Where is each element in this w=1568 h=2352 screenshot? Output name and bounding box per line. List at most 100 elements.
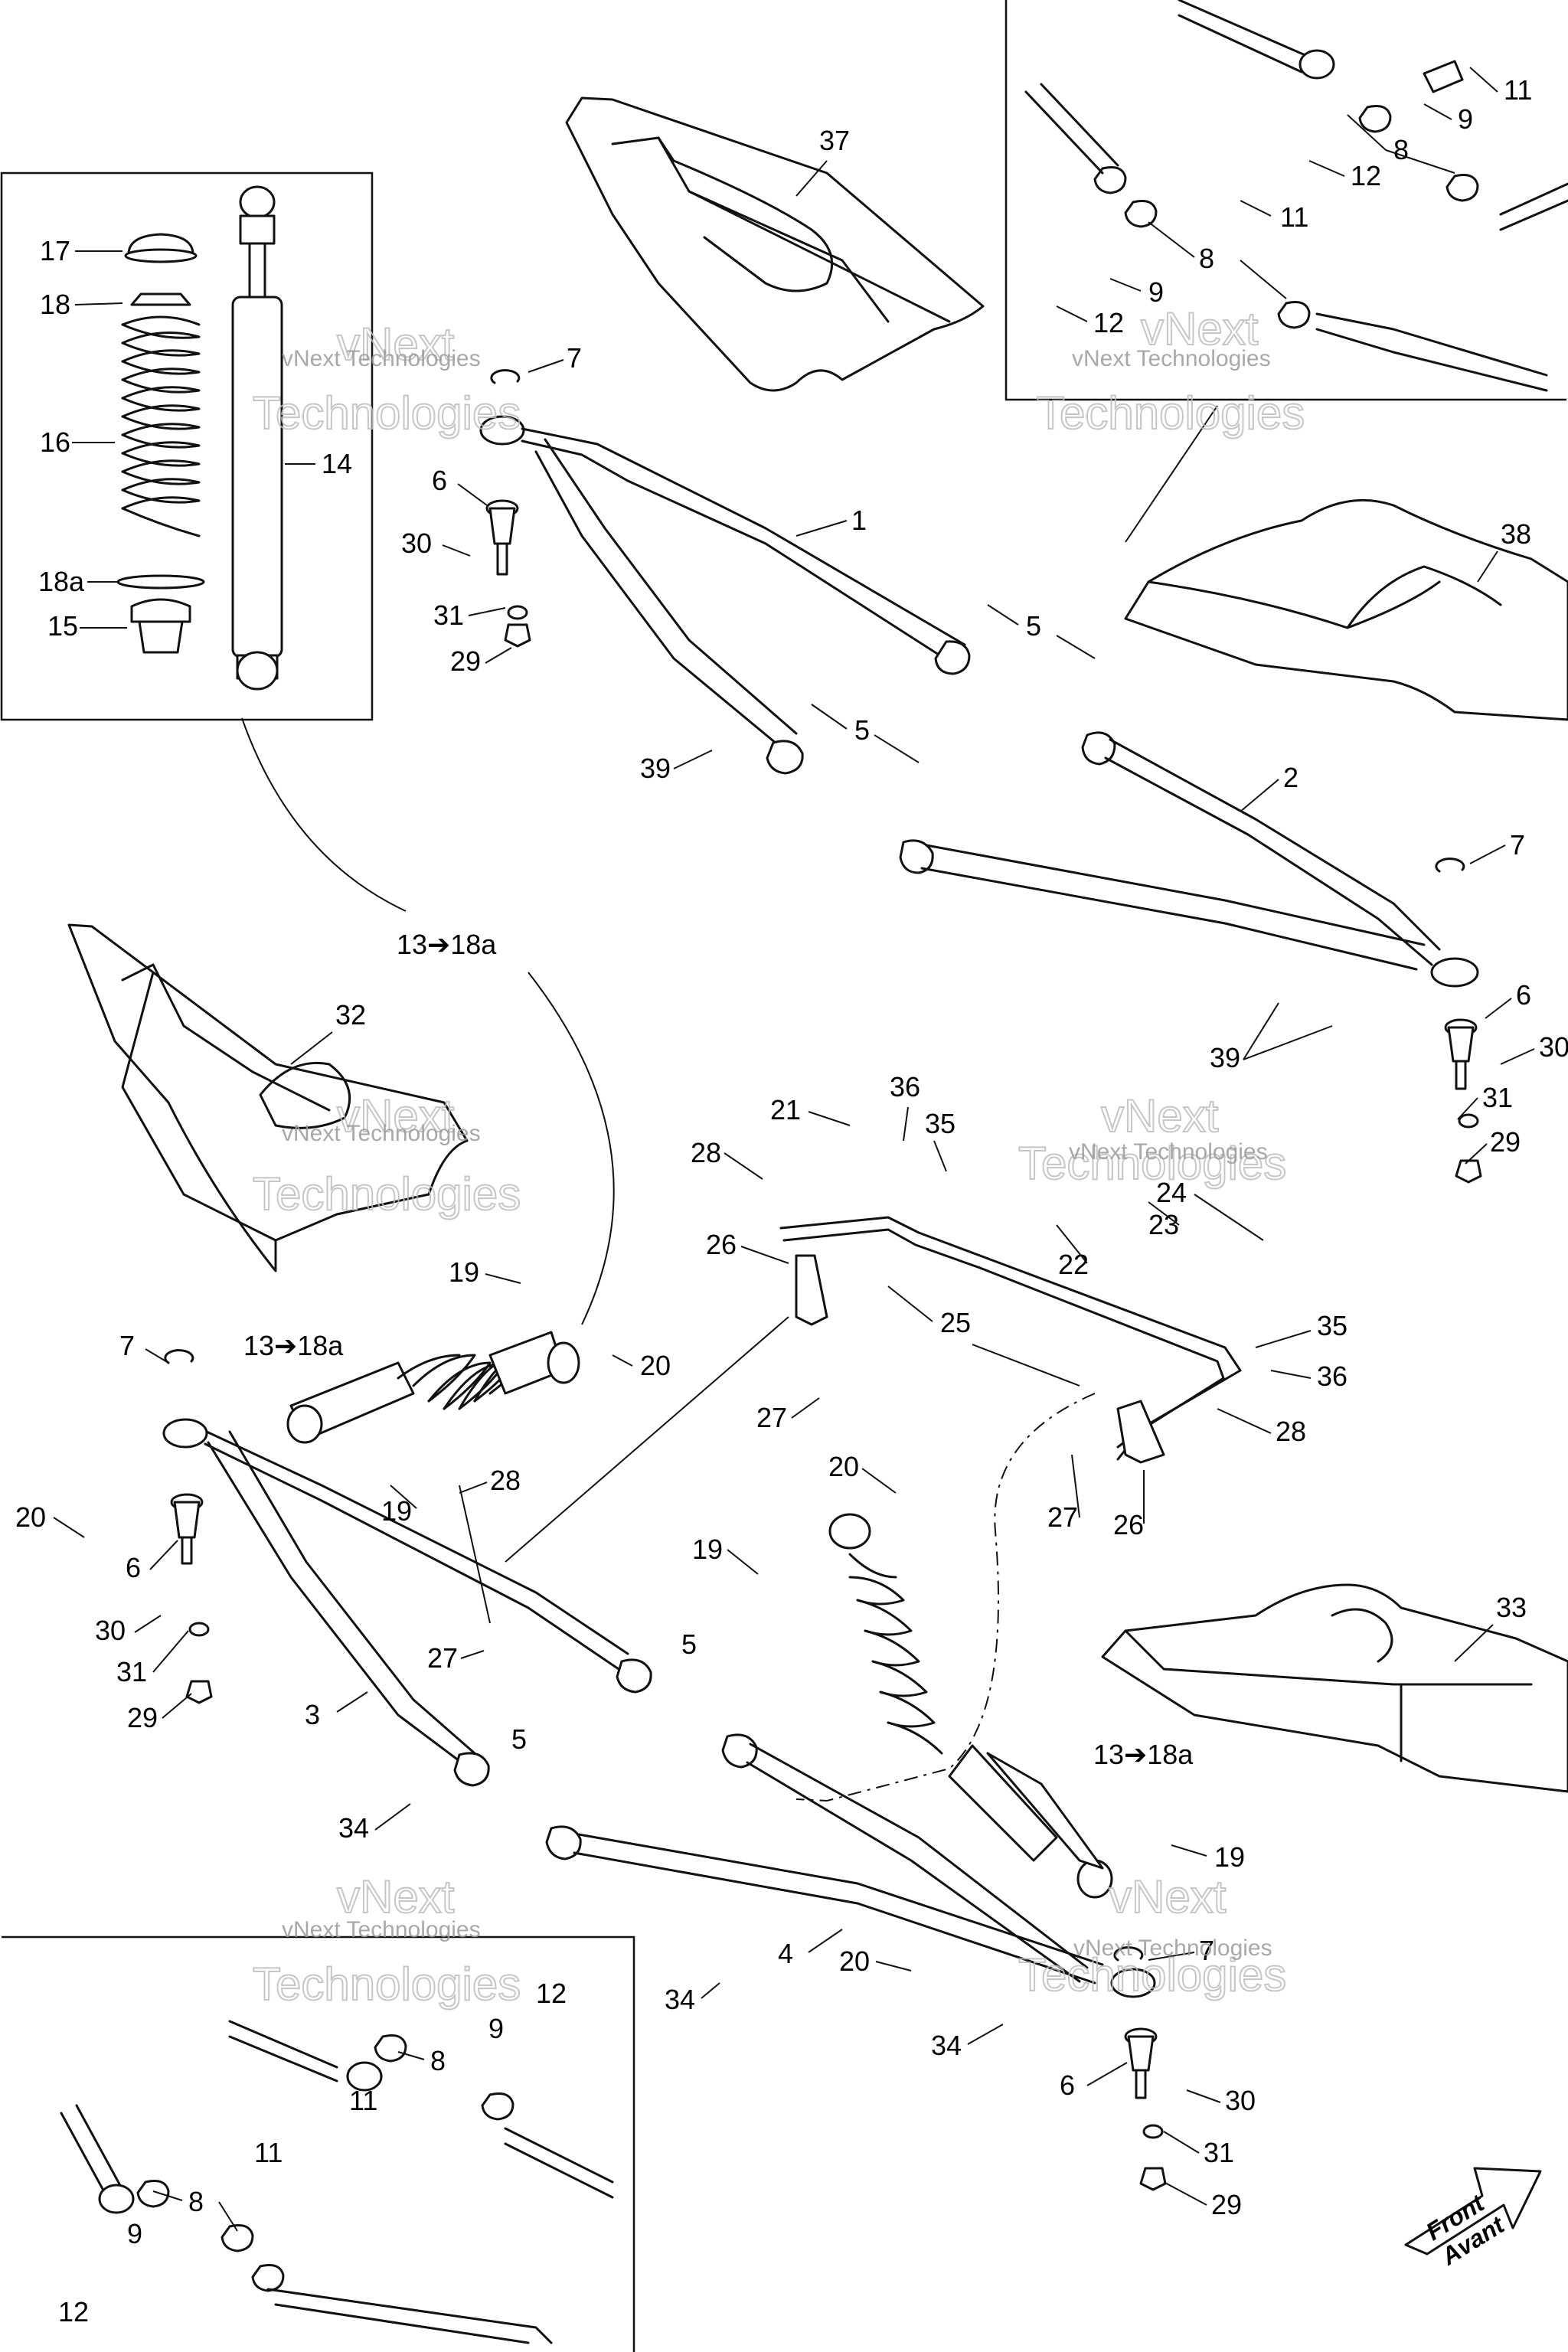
watermark-technologies: Technologies [1018, 1138, 1286, 1189]
callout-27: 27 [1047, 1501, 1078, 1533]
callout-28: 28 [490, 1465, 521, 1496]
callout-30: 30 [1539, 1031, 1568, 1063]
callout-5: 5 [511, 1723, 527, 1755]
callout-11: 11 [1504, 74, 1532, 106]
guard-part-32 [67, 923, 469, 1272]
callout-7: 7 [119, 1330, 135, 1361]
watermark-technologies: Technologies [253, 387, 521, 439]
watermark-text-small: vNext Technologies [1073, 1936, 1272, 1961]
callout-7: 7 [1199, 1935, 1214, 1966]
callout-31: 31 [1204, 2137, 1234, 2168]
callout-14: 14 [322, 448, 352, 479]
callout-31: 31 [433, 599, 464, 631]
callout-21: 21 [770, 1094, 801, 1125]
callout-11: 11 [254, 2137, 283, 2168]
callout-4: 4 [778, 1938, 793, 1969]
callout-36: 36 [890, 1071, 920, 1102]
callout-9: 9 [127, 2218, 142, 2249]
callout-9: 9 [488, 2013, 504, 2044]
shock-absorber-inset [116, 185, 283, 691]
callout-8: 8 [1393, 134, 1409, 165]
callout-13-18a: 13➔18a [397, 929, 497, 960]
callout-8: 8 [188, 2186, 204, 2217]
callout-7: 7 [567, 342, 582, 374]
callout-20: 20 [839, 1945, 870, 1977]
callout-19: 19 [1214, 1841, 1245, 1873]
guard-part-37 [565, 96, 985, 392]
callout-18a: 18a [38, 566, 85, 597]
callout-labels: 1 2 3 4 5 5 5 5 6 6 6 6 7 7 7 7 8 8 8 8 … [15, 74, 1568, 2328]
watermark-technologies: Technologies [1037, 387, 1305, 439]
callout-33: 33 [1496, 1592, 1527, 1623]
callout-30: 30 [95, 1615, 126, 1646]
callout-12: 12 [536, 1978, 567, 2009]
callout-leaders [53, 67, 1535, 2232]
callout-34: 34 [665, 1984, 695, 2015]
callout-25: 25 [940, 1307, 971, 1338]
callout-6: 6 [1516, 979, 1531, 1011]
watermark-vnext: vNext [337, 318, 455, 370]
callout-8: 8 [430, 2045, 446, 2076]
watermark-text-small: vNext Technologies [282, 346, 481, 371]
front-direction-arrow [1404, 2167, 1542, 2256]
callout-29: 29 [1211, 2189, 1242, 2220]
callout-12: 12 [58, 2296, 89, 2328]
callout-28: 28 [1276, 1416, 1306, 1447]
sway-bar-21 [779, 1216, 1242, 1464]
shock-assembly-right [828, 1513, 1113, 1899]
callout-6: 6 [1060, 2069, 1075, 2101]
callout-29: 29 [1490, 1126, 1521, 1158]
callout-32: 32 [335, 999, 366, 1031]
callout-29: 29 [450, 645, 481, 677]
circlip-7-group [164, 369, 1465, 1962]
a-arm-2 [899, 731, 1479, 988]
callout-29: 29 [127, 1702, 158, 1733]
ball-joint-right-lower [1124, 2027, 1167, 2191]
callout-24: 24 [1156, 1177, 1187, 1208]
ball-joint-top-left [485, 499, 531, 648]
callout-35: 35 [1317, 1310, 1348, 1341]
callout-26: 26 [706, 1229, 737, 1260]
watermark-vnext: vNext [337, 1090, 455, 1142]
guard-part-38 [1124, 498, 1568, 721]
callout-30: 30 [401, 528, 432, 559]
inset-box-shock-detail [0, 172, 374, 721]
callout-5: 5 [681, 1628, 697, 1660]
callout-12: 12 [1351, 160, 1381, 191]
callout-37: 37 [819, 125, 850, 156]
callout-3: 3 [305, 1699, 320, 1730]
bushing-assembly-top-right [1024, 0, 1568, 392]
watermark-text-small: vNext Technologies [1069, 1139, 1268, 1165]
callout-30: 30 [1225, 2085, 1256, 2116]
callout-6: 6 [126, 1552, 141, 1583]
bushing-assembly-bottom-left [60, 2020, 614, 2344]
watermark-group: vNext Technologies vNext Technologies vN… [252, 302, 1305, 2011]
callout-39: 39 [640, 753, 671, 784]
a-arm-1 [479, 415, 971, 775]
watermark-vnext: vNext [337, 1871, 455, 1922]
callout-16: 16 [40, 426, 70, 458]
watermark-vnext: vNext [1101, 1090, 1219, 1142]
callout-5: 5 [1026, 610, 1041, 642]
ball-joint-left-lower [170, 1493, 213, 1704]
callout-22: 22 [1058, 1249, 1089, 1280]
callout-20: 20 [15, 1501, 46, 1533]
callout-9: 9 [1458, 103, 1473, 135]
a-arm-3 [162, 1418, 652, 1787]
watermark-text-small: vNext Technologies [1072, 346, 1271, 371]
ball-joint-right [1444, 1018, 1482, 1184]
callout-5: 5 [854, 714, 870, 746]
callout-18: 18 [40, 289, 70, 320]
callout-36: 36 [1317, 1361, 1348, 1392]
callout-2: 2 [1283, 762, 1298, 793]
callout-12: 12 [1093, 307, 1124, 338]
callout-19: 19 [692, 1534, 723, 1565]
watermark-text-small: vNext Technologies [282, 1917, 481, 1942]
callout-31: 31 [116, 1656, 147, 1687]
callout-11: 11 [349, 2085, 377, 2116]
callout-19: 19 [449, 1256, 479, 1288]
callout-17: 17 [40, 235, 70, 266]
callout-7: 7 [1510, 829, 1525, 861]
callout-8: 8 [1199, 243, 1214, 274]
watermark-text-small: vNext Technologies [282, 1121, 481, 1146]
